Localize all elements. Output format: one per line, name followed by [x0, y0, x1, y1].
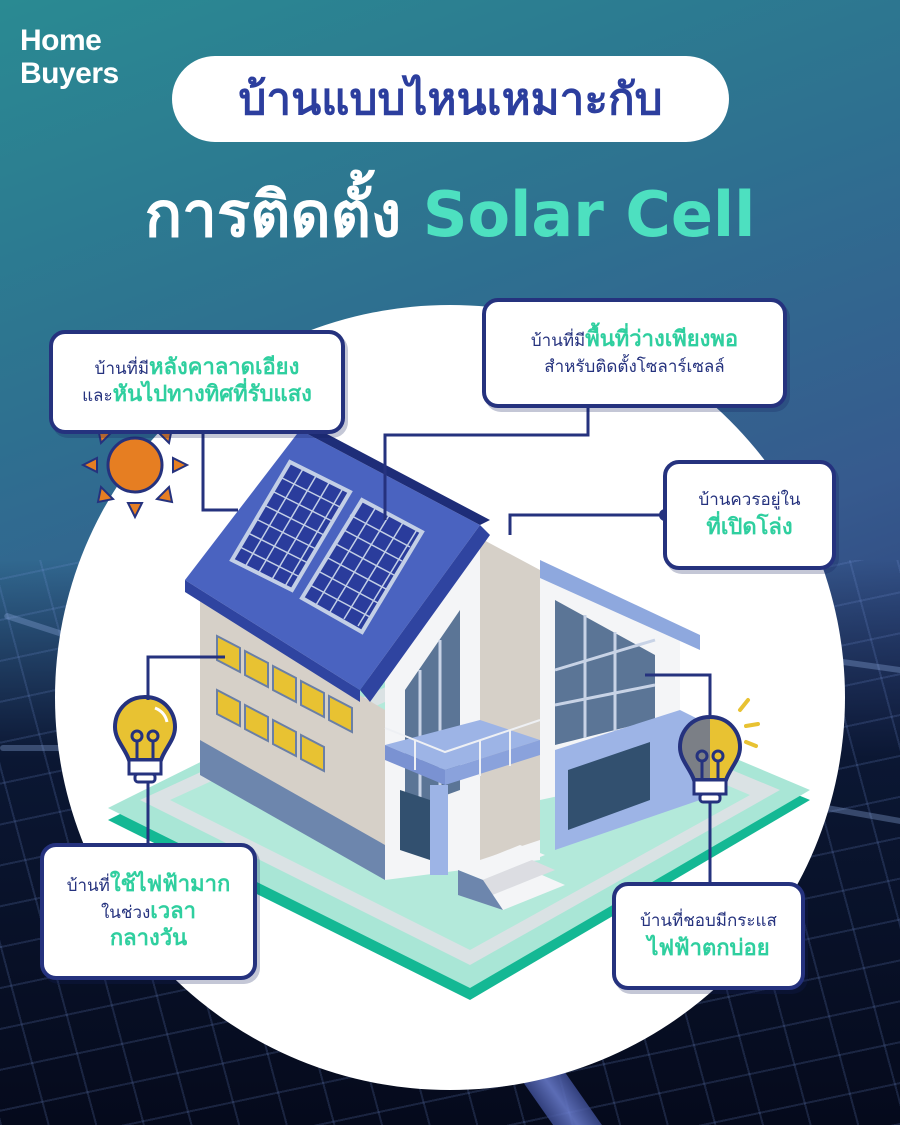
big-window: [555, 600, 655, 745]
callout-sloped-roof: บ้านที่มีหลังคาลาดเอียง และหันไปทางทิศที…: [49, 330, 345, 434]
callout-highlight: กลางวัน: [109, 925, 188, 951]
callout-highlight: หลังคาลาดเอียง: [149, 355, 300, 380]
callout-text: บ้านที่ชอบมีกระแส: [640, 911, 777, 931]
title-line2: การติดตั้ง Solar Cell: [0, 175, 900, 255]
leader-lines: [146, 395, 712, 897]
garage-door: [568, 742, 650, 830]
yellow-windows: [216, 634, 353, 773]
brand-logo: Home Buyers: [20, 24, 119, 90]
callout-open-area: บ้านควรอยู่ใน ที่เปิดโล่ง: [663, 460, 836, 570]
callout-text: บ้านที่มี: [530, 330, 586, 351]
callout-text: ในช่วง: [100, 902, 151, 923]
callout-power-outage: บ้านที่ชอบมีกระแส ไฟฟ้าตกบ่อย: [612, 882, 805, 990]
callout-enough-space: บ้านที่มีพื้นที่ว่างเพียงพอ สำหรับติดตั้…: [482, 298, 787, 408]
solar-panels: [229, 459, 425, 635]
lightbulb-half-icon: [677, 698, 760, 804]
callout-text: และ: [82, 386, 113, 406]
logo-line-home: Home: [20, 24, 102, 57]
callout-text: สำหรับติดตั้งโซลาร์เซลล์: [544, 356, 725, 377]
title-thai: การติดตั้ง: [144, 178, 402, 251]
entrance-stairs: [458, 845, 565, 910]
callout-highlight: พื้นที่ว่างเพียงพอ: [585, 326, 739, 352]
callout-highlight: ที่เปิดโล่ง: [706, 515, 793, 540]
title-pill: บ้านแบบไหนเหมาะกับ: [172, 56, 729, 142]
title-accent: Solar Cell: [422, 178, 756, 251]
callout-text: บ้านที่: [66, 875, 110, 896]
callout-text: บ้านที่มี: [94, 359, 150, 379]
callout-text: บ้านควรอยู่ใน: [698, 490, 801, 510]
logo-line-buyers: Buyers: [20, 57, 119, 90]
callout-daytime-usage: บ้านที่ใช้ไฟฟ้ามาก ในช่วงเวลา กลางวัน: [40, 843, 257, 980]
title-line1: บ้านแบบไหนเหมาะกับ: [238, 74, 663, 125]
lightbulb-icon: [112, 694, 178, 784]
callout-highlight: เวลา: [150, 898, 197, 924]
callout-highlight: หันไปทางทิศที่รับแสง: [112, 382, 312, 407]
callout-highlight: ไฟฟ้าตกบ่อย: [647, 936, 770, 961]
callout-highlight: ใช้ไฟฟ้ามาก: [109, 871, 231, 897]
